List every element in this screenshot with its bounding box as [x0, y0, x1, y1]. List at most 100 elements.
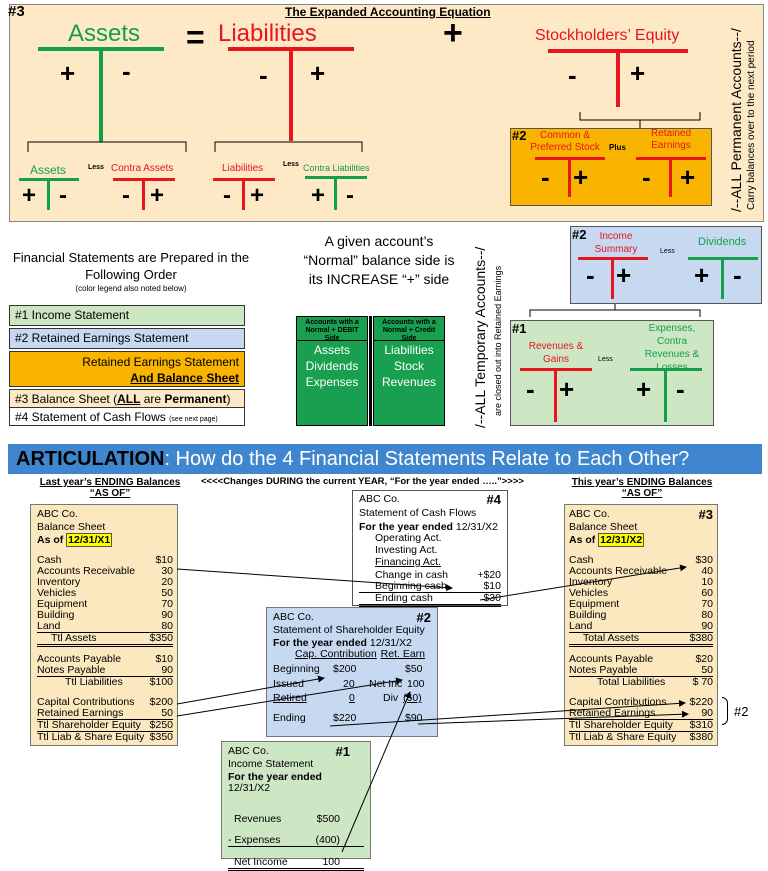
- temporary-accounts-label: /--ALL Temporary Accounts--/: [472, 246, 488, 428]
- is-title: Income Statement: [228, 758, 314, 770]
- assets-credit-sign: -: [122, 56, 131, 86]
- sub-liab-minus: -: [223, 182, 231, 209]
- debit-item: Dividends: [305, 359, 359, 373]
- income-summary-t: [578, 257, 648, 299]
- exp-plus: +: [636, 374, 652, 404]
- debit-item: Expenses: [305, 375, 359, 389]
- temp-box2-number: #2: [572, 227, 587, 242]
- revenues-t: [520, 368, 592, 422]
- credit-item: Liabilities: [384, 343, 434, 357]
- bs-last-row: Capital Contributions$200: [37, 696, 173, 708]
- exp-minus: -: [676, 374, 685, 404]
- temp-box1-number: #1: [512, 321, 527, 336]
- cf-line: Operating Act.: [375, 532, 442, 544]
- bs-this-asof: As of 12/31/X2: [569, 533, 713, 547]
- equity-t-account: [548, 49, 688, 107]
- permanent-accounts-sublabel: Carry balances over to the next period: [746, 40, 757, 210]
- last-year-asof: “AS OF”: [89, 488, 131, 499]
- re-minus: -: [642, 162, 651, 192]
- legend-cash-flows: #4 Statement of Cash Flows (see next pag…: [9, 407, 245, 426]
- expenses-label: Expenses, Contra Revenues & Losses: [644, 323, 700, 373]
- se-ending-row: Ending$220$90: [273, 712, 423, 724]
- cf-title: Statement of Cash Flows: [359, 507, 477, 519]
- bs-last-title: Balance Sheet: [37, 521, 106, 533]
- legend-cf-text: #4 Statement of Cash Flows: [15, 410, 166, 424]
- bs-this-total-le: Ttl Liab & Share Equity$380: [569, 731, 713, 743]
- rev-plus: +: [559, 374, 575, 404]
- sub-contra-assets-t: [113, 178, 175, 210]
- retained-t: [636, 157, 706, 197]
- bs-this-row: Capital Contributions$220: [569, 696, 713, 708]
- articulation-banner: ARTICULATION: How do the 4 Financial Sta…: [8, 444, 762, 474]
- sub-contra-liab-label: Contra Liabilities: [303, 163, 370, 173]
- assets-heading: Assets: [68, 20, 141, 47]
- se-beginning-row: Beginning$200$50: [273, 663, 423, 675]
- is-expenses: - Expenses(400): [228, 835, 364, 847]
- section-number: #3: [8, 3, 25, 20]
- revenue-expense-box: [510, 320, 714, 426]
- common-stock-t: [535, 157, 605, 197]
- liabilities-t-account: [228, 47, 354, 115]
- cf-line: Financing Act.: [375, 556, 441, 568]
- sub-assets-label: Assets: [30, 163, 67, 177]
- sub-contra-liab-t: [305, 176, 367, 210]
- se-col2: Ret. Earn: [380, 648, 425, 660]
- income-summary-label: Income Summary: [594, 231, 638, 255]
- this-year-label: This year’s ENDING Balances “AS OF”: [562, 477, 722, 499]
- temp-less2-label: Less: [598, 356, 613, 363]
- income-statement: ABC Co.#1 Income Statement For the year …: [221, 741, 371, 871]
- is-revenues: Revenues$500: [234, 813, 340, 825]
- re-plus: +: [680, 162, 696, 192]
- credit-side-box: Accounts with a Normal + Credit Side Lia…: [373, 316, 445, 426]
- bs-this-company: ABC Co.: [569, 508, 610, 520]
- debit-side-box: Accounts with a Normal + DEBIT Side Asse…: [296, 316, 368, 426]
- credit-item: Stock: [393, 359, 424, 373]
- liabilities-credit-sign: +: [310, 58, 326, 88]
- balance-sheet-this-year: ABC Co.#3 Balance Sheet As of 12/31/X2 C…: [564, 504, 718, 746]
- temporary-accounts-sublabel: are closed out into Retained Earnings: [493, 265, 503, 416]
- cf-number: #4: [486, 492, 501, 507]
- bs-this-row: Accounts Payable$20: [569, 653, 713, 665]
- bs-last-asof: As of 12/31/X1: [37, 533, 173, 547]
- normal-balance-heading: A given account’s “Normal” balance side …: [303, 233, 455, 287]
- bs-last-total-le: Ttl Liab & Share Equity$350: [37, 731, 173, 743]
- legend-bs-all: ALL: [117, 392, 141, 406]
- is-period-label: For the year ended: [228, 771, 322, 783]
- legend-re-line: Retained Earnings Statement: [82, 355, 239, 369]
- bs-this-title: Balance Sheet: [569, 521, 638, 533]
- se-period: For the year ended 12/31/X2: [273, 638, 431, 649]
- sub-contra-liab-plus: +: [311, 182, 326, 209]
- legend-bs-close: ): [226, 392, 231, 406]
- legend-re-and-bs: Retained Earnings Statement And Balance …: [9, 351, 245, 387]
- cf-period-label: For the year ended: [359, 521, 453, 533]
- legend-bs-perm: Permanent: [164, 392, 227, 406]
- liabilities-debit-sign: -: [259, 60, 268, 90]
- sub-contra-minus: -: [122, 182, 130, 209]
- equity-bracket: [722, 697, 728, 725]
- bs-last-total-eq: Ttl Shareholder Equity$250: [37, 719, 173, 732]
- bs-this-row: Cash$30: [569, 554, 713, 566]
- equals-sign: =: [186, 19, 205, 55]
- equity-debit-sign: -: [568, 60, 577, 90]
- this-year-title: This year’s ENDING Balances: [571, 477, 713, 488]
- equity-plus-label: Plus: [609, 143, 626, 152]
- is-date: 12/31/X2: [228, 782, 271, 794]
- cf-company: ABC Co.: [359, 493, 400, 505]
- se-title: Statement of Shareholder Equity: [273, 624, 425, 636]
- legend-bs-are: are: [140, 392, 165, 406]
- sub-assets-plus: +: [22, 182, 37, 209]
- changes-label: <<<<Changes DURING the current YEAR, “Fo…: [201, 476, 524, 487]
- this-year-asof: “AS OF”: [621, 488, 663, 499]
- sub-liab-plus: +: [250, 182, 265, 209]
- bs-last-row: Cash$10: [37, 554, 173, 566]
- cs-plus: +: [573, 162, 589, 192]
- cf-end: Ending cash$30: [359, 593, 501, 607]
